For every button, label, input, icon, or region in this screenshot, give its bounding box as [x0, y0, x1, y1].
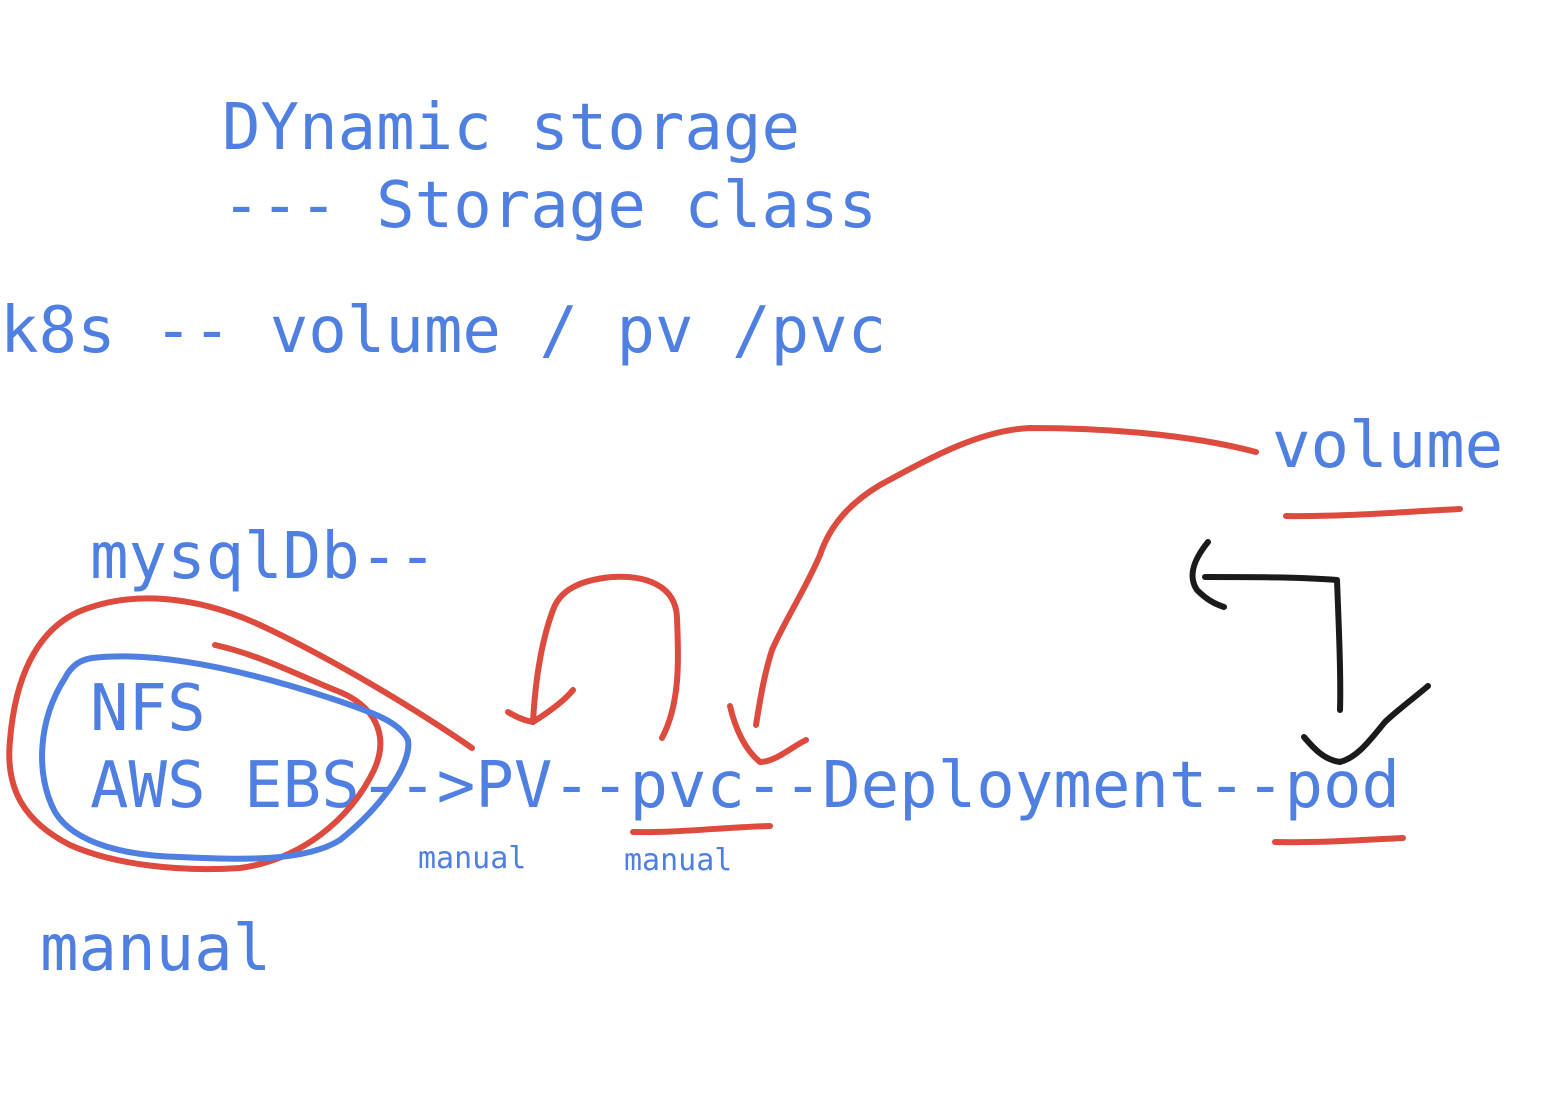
k8s-line: k8s -- volume / pv /pvc	[0, 294, 887, 368]
red-underline-pod	[1272, 835, 1406, 846]
pod-label: pod	[1284, 749, 1401, 823]
pvc-manual-note: manual	[624, 843, 733, 878]
pv-manual-note: manual	[418, 841, 527, 876]
flow-separator: --	[745, 749, 823, 823]
red-underline-pvc	[630, 823, 773, 836]
flow-line: AWS EBS-->PV--pvc--Deployment--pod	[90, 754, 1400, 818]
red-arrowhead-pv	[505, 687, 576, 725]
black-arrowhead-left	[1189, 539, 1227, 610]
mysql-label: mysqlDb--	[90, 520, 437, 594]
red-underline-volume	[1283, 506, 1463, 520]
red-arrow-pvc-to-pv	[530, 573, 681, 741]
pvc-label: pvc	[629, 749, 746, 823]
nfs-label: NFS	[90, 672, 206, 746]
red-arrow-volume-to-pvc	[753, 425, 1259, 728]
red-circle-around-storage	[6, 595, 475, 873]
flow-separator: --	[552, 749, 630, 823]
aws-ebs-label: AWS EBS	[90, 749, 360, 823]
pv-label: PV	[475, 749, 553, 823]
heading-line-2: --- Storage class	[222, 169, 878, 243]
flow-separator: --	[1207, 749, 1285, 823]
volume-label: volume	[1272, 409, 1504, 483]
bottom-manual-note: manual	[40, 912, 272, 986]
black-bracket-arrow	[1202, 574, 1344, 713]
heading-line-1: DYnamic storage	[222, 91, 800, 165]
flow-arrow: -->	[359, 749, 476, 823]
deployment-label: Deployment	[822, 749, 1208, 823]
